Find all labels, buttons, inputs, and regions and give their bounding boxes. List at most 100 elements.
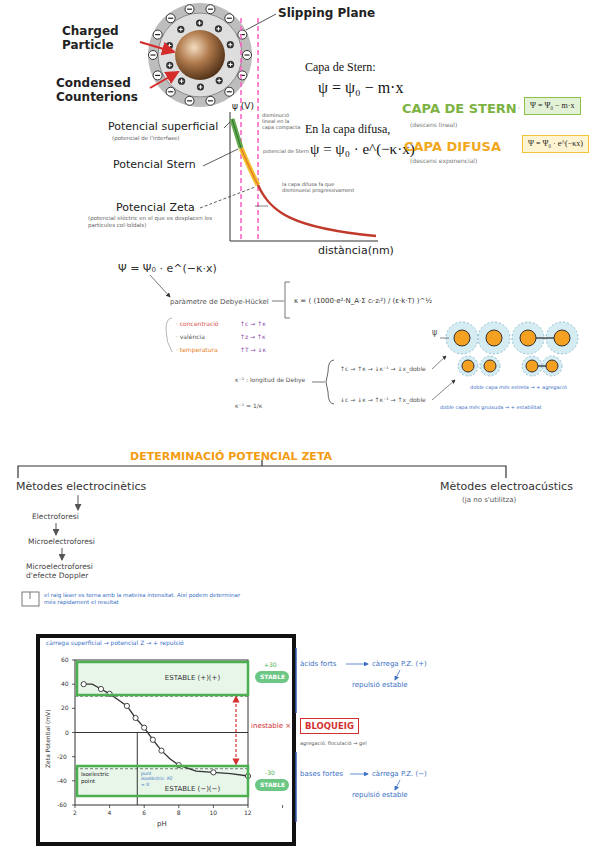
- data-curve: [84, 684, 248, 776]
- divider: [295, 648, 297, 713]
- text-label: +30: [264, 661, 277, 668]
- plus-sign: [169, 63, 170, 67]
- text-label: àcids forts: [300, 660, 336, 668]
- text-label: càrrega P.Z. (−): [372, 770, 427, 778]
- text-label: -30: [265, 769, 275, 776]
- tick: [72, 708, 75, 709]
- minus-sign: [151, 54, 156, 55]
- tick: [75, 805, 76, 808]
- condensed-ion: [166, 42, 173, 49]
- node-text: ESTABLE (+)(+): [165, 674, 220, 682]
- plus-sign: [230, 62, 231, 66]
- formula-box: Ψ = Ψ₀ · e^(−κx): [522, 135, 589, 153]
- band-fill: [77, 766, 248, 796]
- flow-arrow: [56, 523, 57, 535]
- minus-sign: [168, 18, 173, 19]
- text-label: càrrega P.Z. (+): [372, 660, 427, 668]
- text-label: ψ = ψ₀ − m·x: [318, 78, 403, 97]
- text-label: 6: [142, 809, 146, 816]
- isoelectric-line: [137, 733, 138, 806]
- flow-arrow: [78, 495, 79, 510]
- text-label: · concentració: [176, 320, 219, 327]
- result-box: BLOQUEIG: [300, 718, 359, 734]
- text-label: Capa de Stern:: [305, 60, 376, 74]
- condensed-ion: [215, 25, 222, 32]
- particle-core: [454, 330, 470, 346]
- stable-band: ESTABLE (−)(−): [77, 766, 248, 796]
- node-text: BLOQUEIG: [305, 721, 354, 731]
- text-label: agregació, floculació → gel: [300, 740, 367, 746]
- text-label: ↑c → ↑κ: [240, 320, 266, 327]
- arrow: [350, 774, 368, 775]
- text-label: 4: [108, 809, 112, 816]
- text-label: pH: [157, 820, 167, 828]
- data-point: [159, 748, 164, 753]
- arrow: [395, 670, 400, 680]
- counterion: [153, 30, 162, 39]
- text-label: κ⁻¹ = 1/κ: [235, 402, 262, 409]
- condensed-ion: [227, 41, 234, 48]
- plot-frame: [75, 660, 248, 805]
- text-label: CAPA DE STERN: [402, 101, 517, 117]
- tick: [72, 660, 75, 661]
- text-label: Zeta Potential (mV): [44, 709, 51, 768]
- particle-core: [484, 360, 496, 372]
- method-step: Electroforesi: [30, 511, 82, 522]
- node-text: Ψ = Ψ₀ · e^(−κx): [528, 139, 583, 148]
- node-text: Ψ = Ψ₀ − m·x: [530, 101, 575, 110]
- double-layer: [446, 322, 478, 354]
- text-label: 12: [244, 809, 252, 816]
- condensed-ion: [196, 19, 203, 26]
- tick: [72, 804, 75, 805]
- plus-sign: [218, 27, 219, 31]
- counterion: [238, 71, 247, 80]
- counterion: [166, 14, 175, 23]
- counterion: [206, 5, 215, 14]
- tick: [213, 805, 214, 808]
- text-label: Potencial Zeta: [116, 201, 195, 214]
- minus-sign: [155, 34, 160, 35]
- plus-sign: [219, 79, 220, 83]
- double-layer: [480, 356, 500, 376]
- node-text: Mètodes electrocinètics: [16, 480, 146, 493]
- tick: [72, 732, 75, 733]
- text-label: Condensed Counterions: [56, 76, 151, 105]
- text-label: (descens exponencial): [410, 157, 477, 164]
- double-layer: [478, 322, 510, 354]
- text-label: bases fortes: [300, 770, 343, 778]
- data-point: [133, 715, 138, 720]
- data-point: [211, 770, 216, 775]
- text-label: STABLE: [260, 673, 285, 680]
- stable-band: ESTABLE (+)(+): [77, 662, 248, 695]
- text-label: doble capa més estreta → + agregació: [470, 384, 567, 390]
- text-label: DETERMINACIÓ POTENCIAL ZETA: [130, 450, 332, 463]
- condensed-ion: [178, 78, 185, 85]
- text-label: 20: [61, 704, 69, 711]
- minus-sign: [227, 91, 232, 92]
- text-label: potencial de Stern: [262, 148, 310, 154]
- tick: [72, 780, 75, 781]
- text-label: 2: [73, 809, 77, 816]
- text-label: 0: [65, 729, 69, 736]
- particle-core: [486, 330, 502, 346]
- minus-sign: [155, 75, 160, 76]
- text-label: ψ = ψ₀ · e^(−κ·x): [310, 140, 415, 158]
- condensed-ion: [166, 62, 173, 69]
- double-layer: [458, 356, 478, 376]
- condensed-ion: [227, 61, 234, 68]
- unstable-arrow: [235, 699, 236, 762]
- tick: [248, 805, 249, 808]
- minus-sign: [208, 100, 213, 101]
- minus-sign: [187, 100, 192, 101]
- tick: [72, 684, 75, 685]
- counterion: [206, 96, 215, 105]
- condensed-ion: [197, 83, 204, 90]
- text-label: Isoelectric point: [81, 771, 121, 784]
- text-label: repulsió estable: [352, 791, 408, 799]
- plus-sign: [230, 43, 231, 47]
- text-label: (potencial elèctric en el que es desplac…: [88, 215, 228, 228]
- text-label: disminució lineal en la capa compacta: [262, 112, 302, 130]
- text-label: -40: [57, 777, 67, 784]
- counterion: [243, 51, 252, 60]
- text-label: En la capa difusa,: [305, 122, 390, 136]
